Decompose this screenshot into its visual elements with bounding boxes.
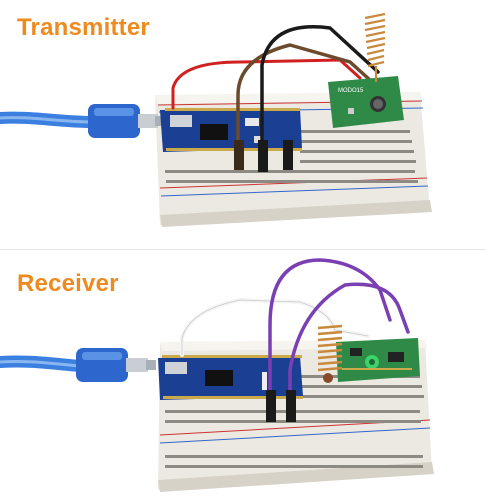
jumper-wires xyxy=(171,25,380,172)
usb-cable xyxy=(0,348,156,382)
receiver-panel: Receiver xyxy=(0,250,486,500)
transmitter-title: Transmitter xyxy=(17,14,150,41)
transmitter-photo: MODO15 xyxy=(0,12,432,227)
spring-antenna xyxy=(317,324,343,383)
transmitter-panel: MODO15 Transmitter xyxy=(0,12,432,227)
receiver-title: Receiver xyxy=(17,270,119,297)
jumper-wires xyxy=(180,258,410,422)
module-label: MODO15 xyxy=(338,88,364,94)
rf-transmitter-module: MODO15 xyxy=(328,76,404,128)
breadboard-holes xyxy=(165,130,418,183)
arduino-nano xyxy=(158,355,303,400)
arduino-nano xyxy=(160,108,302,152)
spring-antenna xyxy=(364,12,386,82)
rf-receiver-module xyxy=(336,338,420,382)
receiver-photo xyxy=(0,258,434,492)
usb-cable xyxy=(0,104,165,138)
